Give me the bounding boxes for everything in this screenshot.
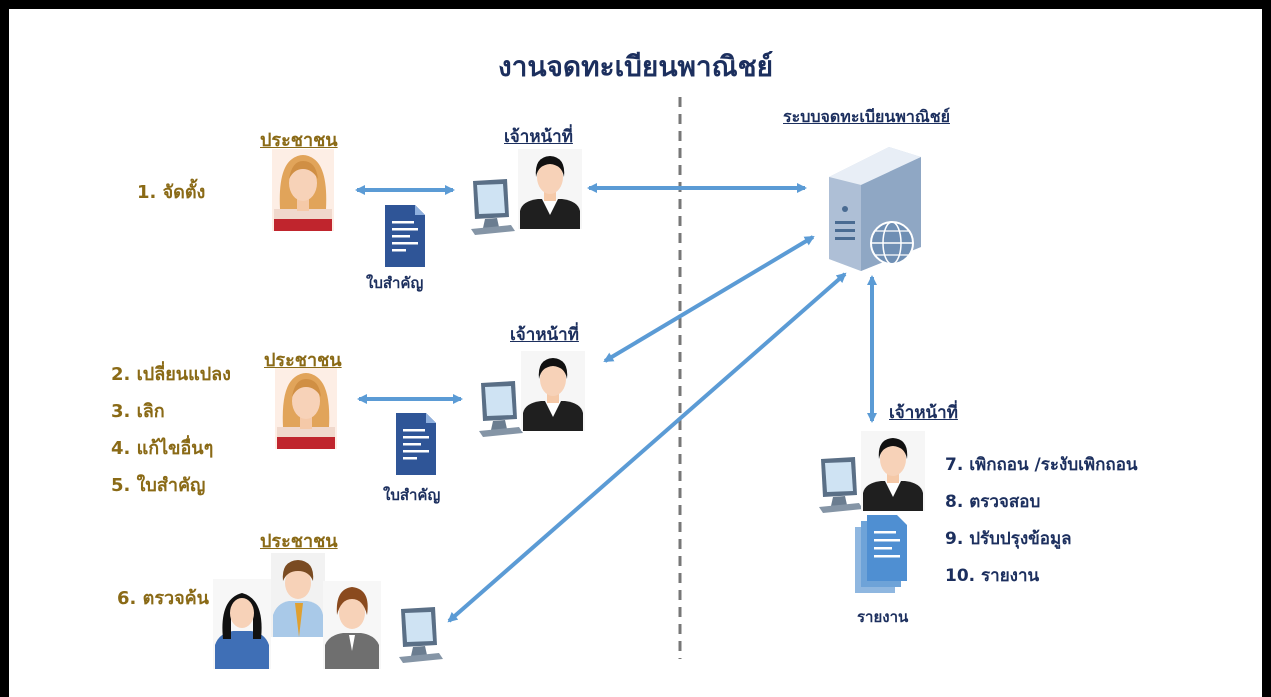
citizen-label-1: ประชาชน (260, 130, 338, 151)
officer-task: 7. เพิกถอน /ระงับเพิกถอน (945, 455, 1138, 475)
officer-label-3: เจ้าหน้าที่ (889, 403, 958, 423)
row3-item: 6. ตรวจค้น (117, 588, 209, 609)
document-icon (396, 413, 436, 475)
person-man-icon (521, 351, 585, 431)
monitor-icon (471, 179, 515, 235)
arrow-system-officer2 (603, 235, 815, 363)
arrow-system-search (447, 272, 847, 623)
row1-item: 1. จัดตั้ง (137, 182, 206, 203)
row2-item: 4. แก้ไขอื่นๆ (111, 438, 214, 459)
system-label: ระบบจดทะเบียนพาณิชย์ (783, 107, 950, 126)
officer-label-1: เจ้าหน้าที่ (504, 127, 573, 147)
citizen-label-2: ประชาชน (264, 350, 342, 371)
certificate-label-2: ใบสำคัญ (383, 486, 441, 504)
diagram-title: งานจดทะเบียนพาณิชย์ (497, 50, 774, 83)
monitor-icon (399, 607, 443, 663)
server-globe-icon (829, 147, 921, 271)
row2-item: 2. เปลี่ยนแปลง (111, 364, 231, 385)
person-man-icon (861, 431, 925, 511)
citizen-label-3: ประชาชน (260, 531, 338, 552)
officer-label-2: เจ้าหน้าที่ (510, 325, 579, 345)
row2-item: 5. ใบสำคัญ (111, 475, 206, 496)
flow-arrows (355, 183, 877, 623)
person-man-icon (518, 149, 582, 229)
report-documents-icon (855, 515, 907, 593)
diagram-graphics (213, 97, 925, 669)
people-group-icon (213, 553, 381, 669)
certificate-label-1: ใบสำคัญ (366, 274, 424, 292)
person-woman-icon (272, 149, 334, 231)
monitor-icon (819, 457, 863, 513)
document-icon (385, 205, 425, 267)
monitor-icon (479, 381, 523, 437)
officer-task: 8. ตรวจสอบ (945, 492, 1041, 512)
row2-item: 3. เลิก (111, 401, 165, 422)
report-label: รายงาน (857, 608, 909, 626)
officer-task: 9. ปรับปรุงข้อมูล (945, 529, 1072, 549)
person-woman-icon (275, 367, 337, 449)
officer-task: 10. รายงาน (945, 566, 1040, 586)
diagram-canvas: งานจดทะเบียนพาณิชย์ (9, 9, 1262, 697)
